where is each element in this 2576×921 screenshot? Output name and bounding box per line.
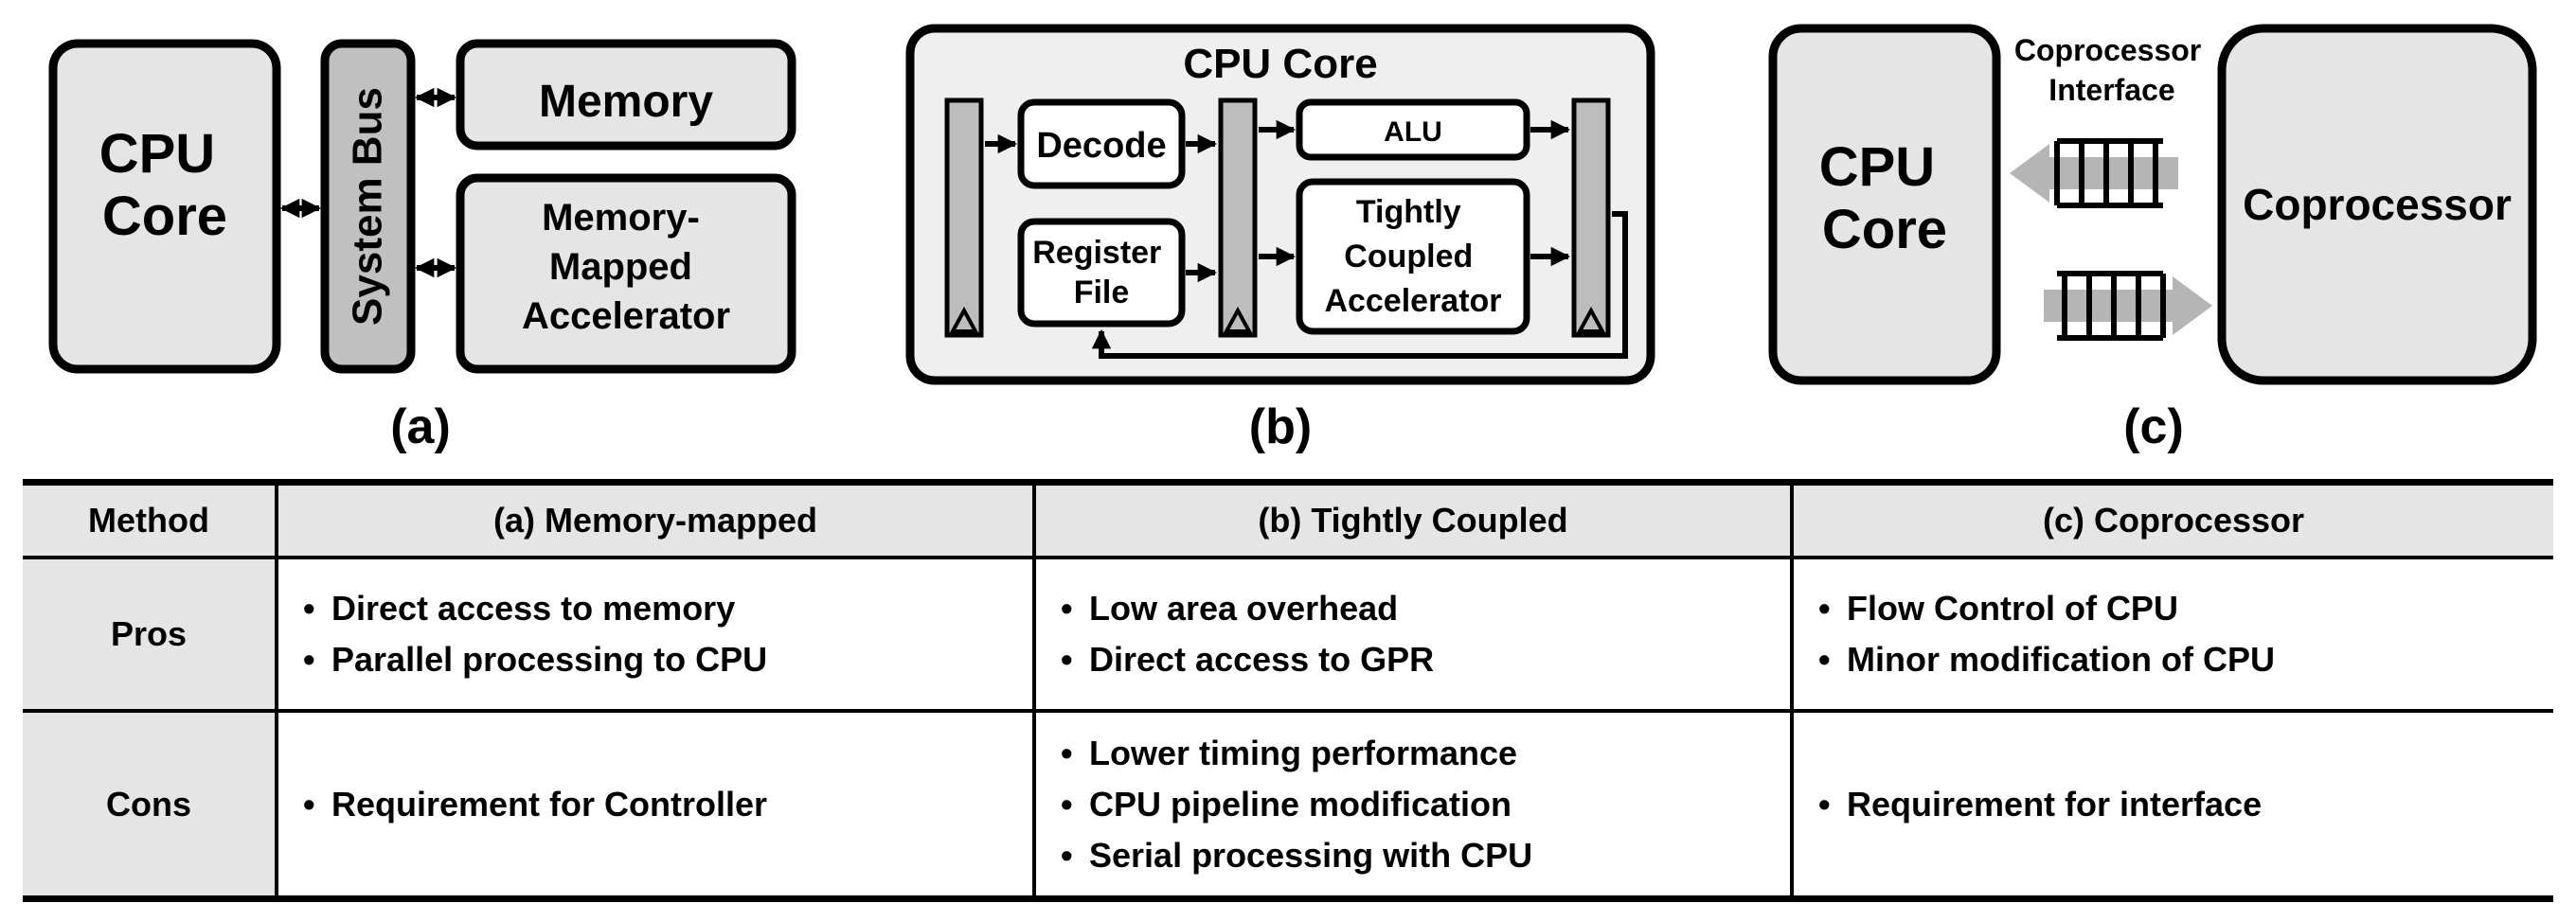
cpu-core-title-b: CPU Core	[1183, 41, 1377, 87]
decode-box	[1017, 98, 1186, 189]
table-row-pros: Pros Direct access to memory Parallel pr…	[23, 558, 2553, 713]
row-label-pros: Pros	[23, 558, 277, 713]
comparison-table: Method (a) Memory-mapped (b) Tightly Cou…	[23, 479, 2553, 902]
cpu-core-label-a: CPU Core	[99, 123, 231, 247]
register-file-box	[1017, 218, 1186, 328]
cpu-core-box-a	[48, 39, 281, 374]
pros-coprocessor: Flow Control of CPU Minor modification o…	[1790, 558, 2553, 713]
cons-memory-mapped: Requirement for Controller	[275, 711, 1034, 899]
diagram-c: CPU Core Coprocessor Coprocessor Interfa…	[1768, 24, 2537, 454]
header-memory-mapped: (a) Memory-mapped	[275, 482, 1034, 559]
memory-box	[456, 39, 796, 151]
decode-label: Decode	[1036, 126, 1166, 166]
coprocessor-interface-label: Coprocessor Interface	[2014, 33, 2209, 107]
alu-box	[1296, 98, 1530, 161]
list-item: Requirement for interface	[1818, 779, 2553, 830]
list-item: Minor modification of CPU	[1818, 634, 2553, 685]
coprocessor-label: Coprocessor	[2243, 180, 2512, 229]
cons-coprocessor: Requirement for interface	[1790, 711, 2553, 899]
coprocessor-box	[2217, 24, 2537, 385]
fifo-to-cpu-arrow	[2010, 144, 2178, 203]
table-row-cons: Cons Requirement for Controller Lower ti…	[23, 711, 2553, 899]
list-item: Direct access to memory	[303, 583, 1032, 634]
register-file-label: Register File	[1032, 235, 1171, 310]
tightly-coupled-accelerator-label: Tightly Coupled Accelerator	[1324, 194, 1501, 319]
list-item: Serial processing with CPU	[1061, 830, 1790, 881]
system-bus-label: System Bus	[345, 87, 391, 326]
list-item: Low area overhead	[1061, 583, 1790, 634]
list-item: Requirement for Controller	[303, 779, 1032, 830]
row-label-cons: Cons	[23, 711, 277, 899]
cpu-core-box-c	[1768, 24, 2001, 385]
architecture-diagram: CPU Core System Bus Memory Memory- Mappe…	[48, 24, 2537, 454]
header-tightly-coupled: (b) Tightly Coupled	[1032, 482, 1792, 559]
diagram-a: CPU Core System Bus Memory Memory- Mappe…	[48, 39, 796, 454]
table-header-row: Method (a) Memory-mapped (b) Tightly Cou…	[23, 482, 2553, 559]
caption-c: (c)	[2123, 399, 2184, 454]
header-coprocessor: (c) Coprocessor	[1790, 482, 2553, 559]
caption-a: (a)	[390, 399, 451, 454]
diagram-b: CPU Core Decode Register File ALU Tightl…	[905, 24, 1655, 454]
cons-tightly-coupled: Lower timing performance CPU pipeline mo…	[1032, 711, 1792, 899]
memory-label: Memory	[539, 77, 713, 127]
fifo-to-coprocessor	[2044, 271, 2212, 341]
fifo-to-cpu	[2010, 138, 2178, 208]
list-item: Parallel processing to CPU	[303, 634, 1032, 685]
pros-tightly-coupled: Low area overhead Direct access to GPR	[1032, 558, 1792, 713]
pipeline-register-1	[944, 97, 984, 338]
pipeline-register-3	[1571, 97, 1611, 338]
fifo-to-coprocessor-arrow	[2044, 276, 2212, 335]
alu-label: ALU	[1384, 116, 1442, 148]
memory-mapped-accelerator-label: Memory- Mapped Accelerator	[522, 197, 730, 337]
cpu-core-label-c: CPU Core	[1819, 136, 1951, 260]
list-item: Flow Control of CPU	[1818, 583, 2553, 634]
list-item: Direct access to GPR	[1061, 634, 1790, 685]
pros-memory-mapped: Direct access to memory Parallel process…	[275, 558, 1034, 713]
tightly-coupled-accelerator-box	[1296, 178, 1530, 335]
caption-b: (b)	[1249, 399, 1312, 454]
header-method: Method	[23, 482, 277, 559]
writeback-arrow	[1091, 211, 1628, 359]
list-item: Lower timing performance	[1061, 728, 1790, 779]
memory-mapped-accelerator-box	[456, 173, 796, 374]
list-item: CPU pipeline modification	[1061, 779, 1790, 830]
pipeline-register-2	[1218, 97, 1258, 338]
system-bus-box	[320, 39, 416, 374]
